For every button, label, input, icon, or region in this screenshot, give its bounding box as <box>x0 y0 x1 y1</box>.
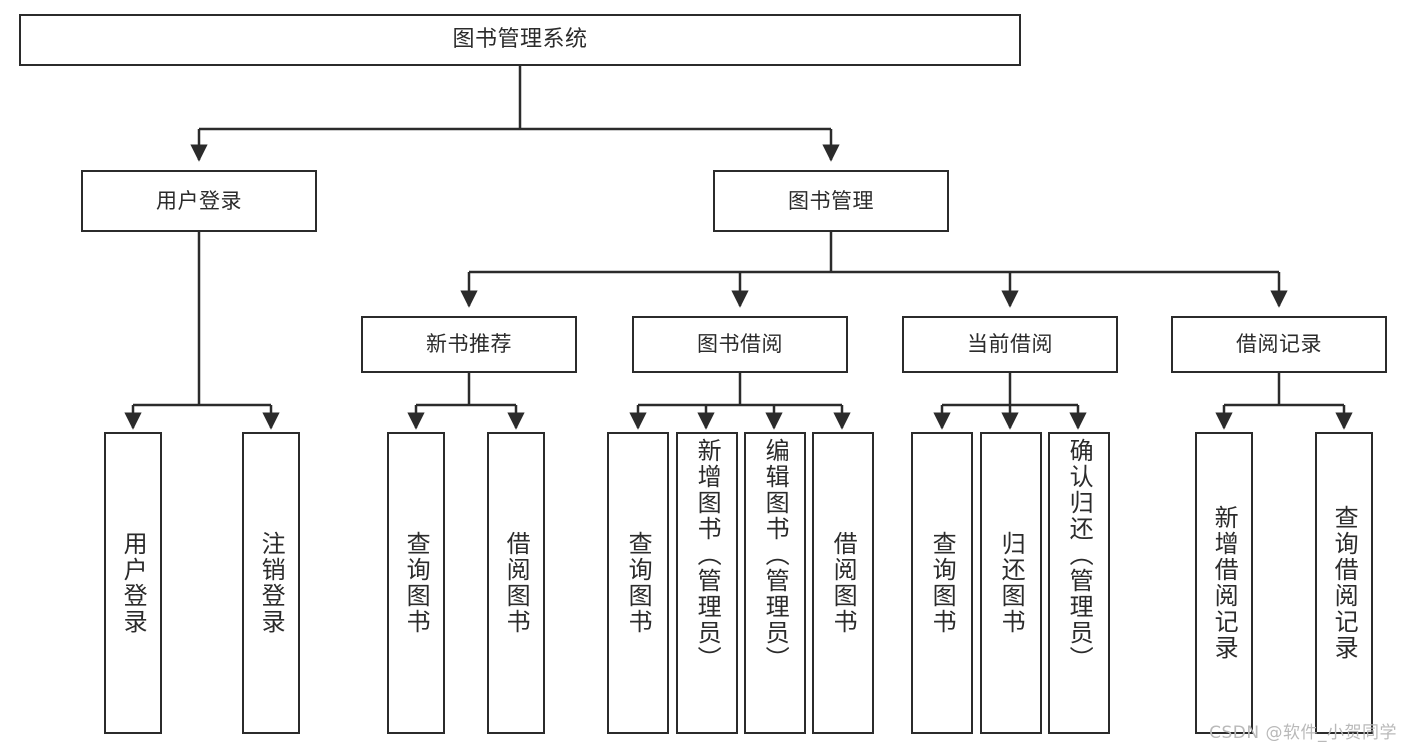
leaf-edit-book-label: 编辑图书（管理员） <box>761 438 790 672</box>
leaf-edit-book[interactable]: 编辑图书（管理员） <box>744 432 806 734</box>
leaf-user-login[interactable]: 用户登录 <box>104 432 162 734</box>
node-new-book-rec-label: 新书推荐 <box>426 332 512 357</box>
leaf-query-record-label: 查询借阅记录 <box>1330 505 1359 661</box>
leaf-user-login-label: 用户登录 <box>119 531 148 635</box>
leaf-query-book-3[interactable]: 查询图书 <box>911 432 973 734</box>
leaf-borrow-book-1-label: 借阅图书 <box>502 531 531 635</box>
watermark: CSDN @软件_小贺同学 <box>1209 723 1397 743</box>
leaf-query-book-3-label: 查询图书 <box>928 531 957 635</box>
leaf-add-book-label: 新增图书（管理员） <box>693 438 722 672</box>
node-user-login[interactable]: 用户登录 <box>81 170 317 232</box>
node-book-manage-label: 图书管理 <box>788 188 874 213</box>
leaf-borrow-book-1[interactable]: 借阅图书 <box>487 432 545 734</box>
leaf-return-book[interactable]: 归还图书 <box>980 432 1042 734</box>
leaf-query-book-2[interactable]: 查询图书 <box>607 432 669 734</box>
leaf-borrow-book-2-label: 借阅图书 <box>829 531 858 635</box>
leaf-query-book-2-label: 查询图书 <box>624 531 653 635</box>
node-book-borrow-label: 图书借阅 <box>697 332 783 357</box>
node-user-login-label: 用户登录 <box>156 188 242 213</box>
node-current-borrow-label: 当前借阅 <box>967 332 1053 357</box>
leaf-add-record-label: 新增借阅记录 <box>1210 505 1239 661</box>
leaf-add-book[interactable]: 新增图书（管理员） <box>676 432 738 734</box>
leaf-return-book-label: 归还图书 <box>997 531 1026 635</box>
leaf-query-book-1-label: 查询图书 <box>402 531 431 635</box>
node-current-borrow[interactable]: 当前借阅 <box>902 316 1118 373</box>
leaf-confirm-return[interactable]: 确认归还（管理员） <box>1048 432 1110 734</box>
node-borrow-record-label: 借阅记录 <box>1236 332 1322 357</box>
leaf-borrow-book-2[interactable]: 借阅图书 <box>812 432 874 734</box>
node-book-manage[interactable]: 图书管理 <box>713 170 949 232</box>
node-root-label: 图书管理系统 <box>452 27 588 53</box>
node-new-book-rec[interactable]: 新书推荐 <box>361 316 577 373</box>
leaf-query-book-1[interactable]: 查询图书 <box>387 432 445 734</box>
node-root[interactable]: 图书管理系统 <box>19 14 1021 66</box>
node-book-borrow[interactable]: 图书借阅 <box>632 316 848 373</box>
leaf-logout-label: 注销登录 <box>257 531 286 635</box>
leaf-confirm-return-label: 确认归还（管理员） <box>1065 438 1094 672</box>
leaf-query-record[interactable]: 查询借阅记录 <box>1315 432 1373 734</box>
node-borrow-record[interactable]: 借阅记录 <box>1171 316 1387 373</box>
leaf-logout[interactable]: 注销登录 <box>242 432 300 734</box>
leaf-add-record[interactable]: 新增借阅记录 <box>1195 432 1253 734</box>
